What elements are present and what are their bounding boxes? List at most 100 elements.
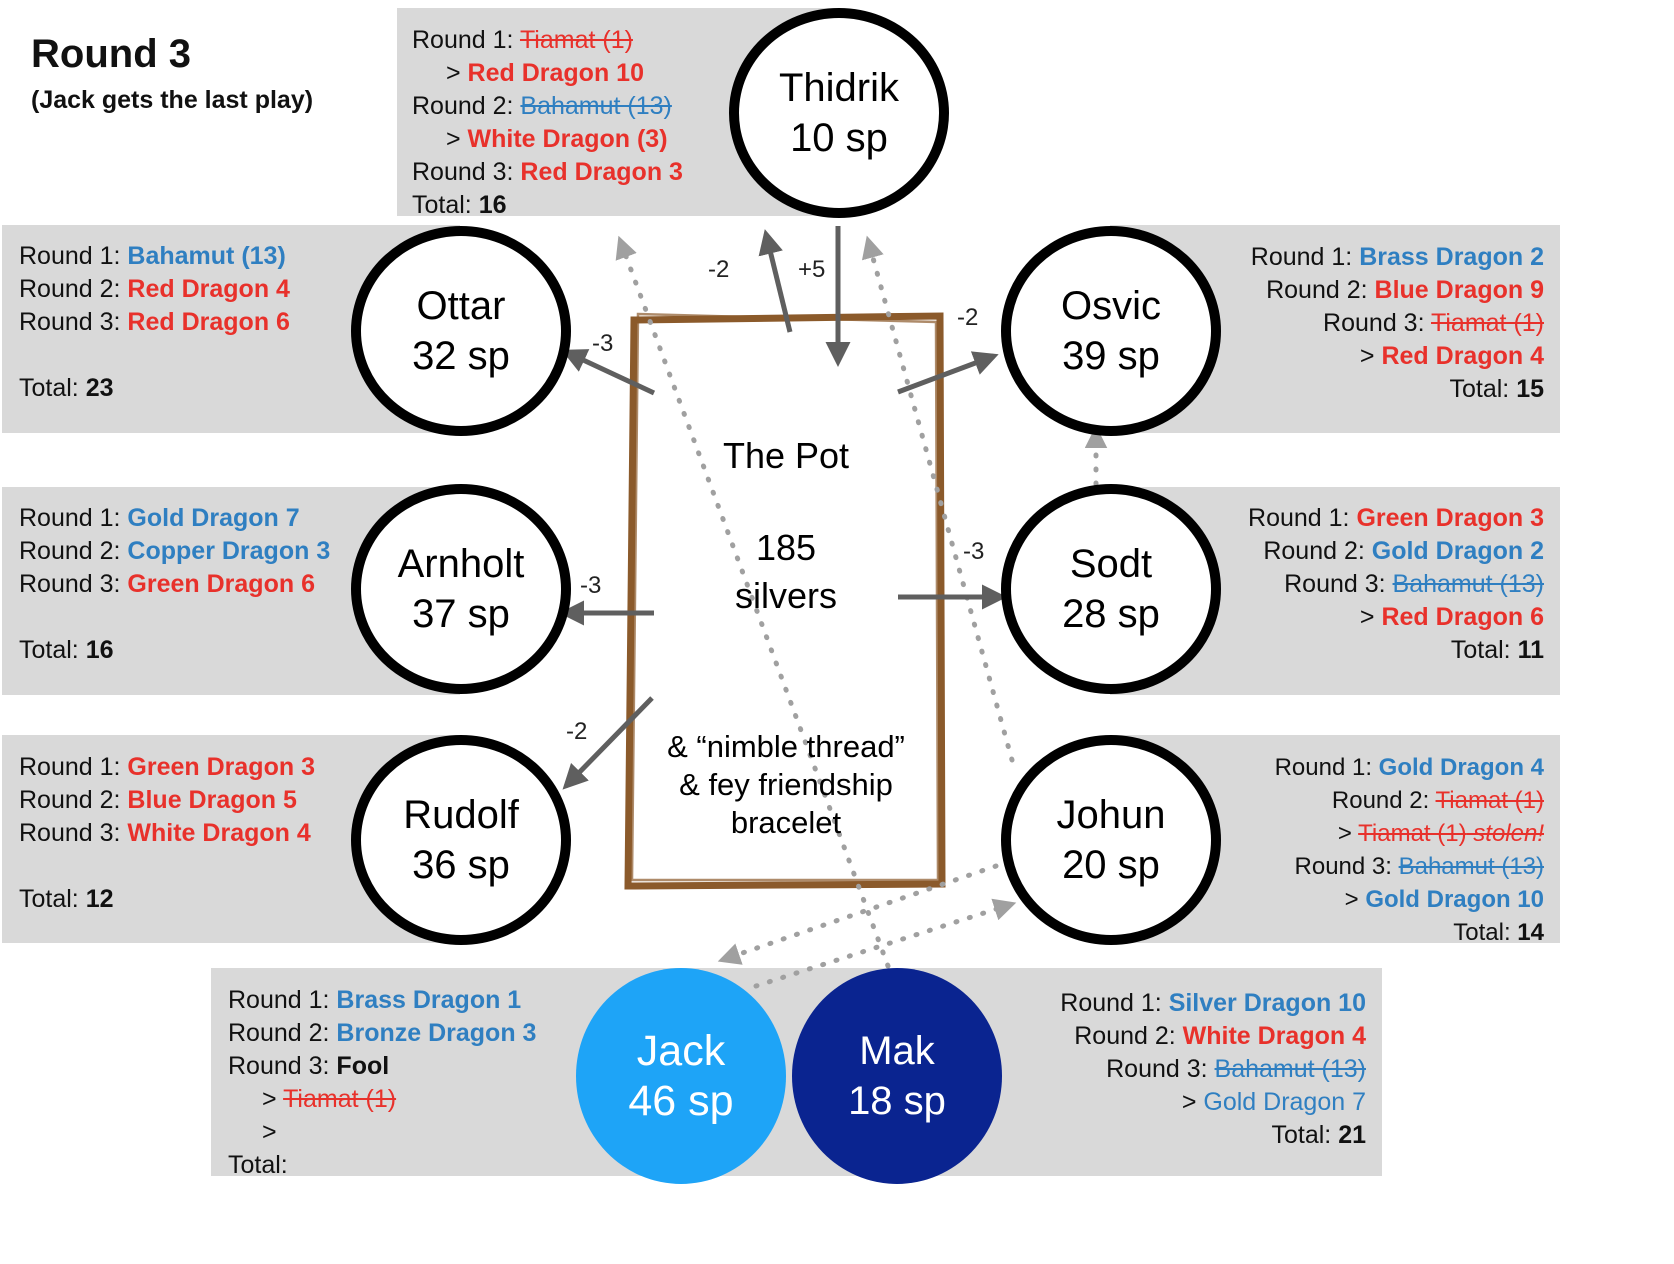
card-name: Bahamut (13) bbox=[1392, 570, 1544, 598]
round-line: > bbox=[228, 1118, 536, 1151]
card-note: stolen! bbox=[1466, 820, 1544, 847]
player-name: Jack bbox=[636, 1027, 726, 1075]
round-line: > Gold Dragon 7 bbox=[1060, 1087, 1366, 1120]
delta-thidrik-out: -2 bbox=[708, 256, 730, 283]
player-ottar: Ottar 32 sp bbox=[351, 226, 571, 436]
card-name: Bahamut (13) bbox=[1398, 853, 1544, 880]
total-line: Total: bbox=[228, 1151, 536, 1184]
round-label: Round 2: bbox=[1266, 276, 1375, 304]
total-label: Total: bbox=[19, 636, 86, 664]
total-value: 15 bbox=[1516, 375, 1544, 403]
dotted-line-jack-johun bbox=[753, 898, 1017, 989]
pot-amount: 185 silvers bbox=[686, 524, 886, 620]
round-line: Round 2: Copper Dragon 3 bbox=[19, 536, 330, 569]
delta-arnholt: -3 bbox=[580, 572, 602, 599]
player-johun: Johun 20 sp bbox=[1001, 735, 1221, 945]
page-subtitle: (Jack gets the last play) bbox=[31, 86, 314, 114]
round-label: Round 3: bbox=[228, 1052, 337, 1080]
round-label: Round 1: bbox=[1248, 504, 1357, 532]
card-name: White Dragon 4 bbox=[127, 819, 311, 847]
card-name: Tiamat (1) bbox=[1431, 309, 1544, 337]
round-line: Round 3: Fool bbox=[228, 1052, 536, 1085]
ottar-card-list: Round 1: Bahamut (13)Round 2: Red Dragon… bbox=[19, 241, 290, 406]
card-name: Tiamat (1) bbox=[519, 26, 633, 54]
round-label: Round 2: bbox=[412, 92, 521, 120]
player-arnholt: Arnholt 37 sp bbox=[351, 484, 571, 694]
round-label: Round 1: bbox=[1060, 989, 1169, 1017]
round-label: Round 1: bbox=[1250, 243, 1360, 271]
player-silver: 10 sp bbox=[790, 116, 888, 160]
player-silver: 18 sp bbox=[848, 1079, 946, 1123]
round-label: Round 3: bbox=[19, 308, 128, 336]
total-value: 16 bbox=[478, 191, 507, 219]
arrow-pot-to-thidrik bbox=[758, 229, 793, 333]
total-value: 14 bbox=[1517, 919, 1544, 946]
delta-ottar: -3 bbox=[592, 330, 614, 357]
round-line: Round 2: Blue Dragon 9 bbox=[1251, 275, 1544, 308]
round-label: > bbox=[262, 1118, 277, 1146]
round-label: Round 3: bbox=[1284, 570, 1393, 598]
card-name: Brass Dragon 1 bbox=[336, 986, 522, 1014]
total-value: 23 bbox=[85, 374, 114, 402]
pot-item-bracelet-2: bracelet bbox=[730, 805, 842, 840]
card-name: Fool bbox=[336, 1052, 390, 1080]
round-line: Round 2: White Dragon 4 bbox=[1060, 1021, 1366, 1054]
player-silver: 32 sp bbox=[412, 334, 510, 378]
round-line: Round 3: Bahamut (13) bbox=[1060, 1054, 1366, 1087]
total-value: 12 bbox=[85, 885, 114, 913]
pot-amount-unit: silvers bbox=[734, 575, 837, 616]
round-line: Round 3: Red Dragon 3 bbox=[412, 156, 683, 189]
player-silver: 28 sp bbox=[1062, 592, 1160, 636]
round-label: > bbox=[1337, 820, 1359, 847]
total-label: Total: bbox=[1450, 636, 1518, 664]
player-name: Thidrik bbox=[778, 66, 900, 110]
round-label: Round 1: bbox=[19, 753, 128, 781]
card-name: Green Dragon 3 bbox=[127, 753, 315, 781]
card-name: Tiamat (1) bbox=[1435, 787, 1544, 814]
round-line: Round 3: Tiamat (1) bbox=[1251, 308, 1544, 341]
player-name: Arnholt bbox=[397, 542, 525, 586]
pot-items: & “nimble thread” & fey friendship brace… bbox=[636, 728, 936, 842]
dotted-line-johun-thidrik bbox=[861, 235, 1015, 763]
round-label: Round 1: bbox=[19, 504, 128, 532]
round-label: > bbox=[1181, 1088, 1204, 1116]
round-label: Round 3: bbox=[1294, 853, 1399, 880]
total-label: Total: bbox=[1271, 1121, 1339, 1149]
pot-amount-number: 185 bbox=[755, 527, 817, 568]
delta-thidrik-in: +5 bbox=[798, 256, 826, 283]
total-label: Total: bbox=[412, 191, 479, 219]
card-name: Tiamat (1) bbox=[1358, 820, 1467, 847]
dotted-line-johun-jack bbox=[717, 863, 999, 965]
card-name: Gold Dragon 7 bbox=[1203, 1088, 1366, 1116]
pot-label: The Pot bbox=[722, 435, 850, 476]
round-label: > bbox=[262, 1085, 284, 1113]
player-silver: 37 sp bbox=[412, 592, 510, 636]
round-line: Round 1: Silver Dragon 10 bbox=[1060, 988, 1366, 1021]
round-line: > White Dragon (3) bbox=[412, 123, 683, 156]
round-line: > Tiamat (1) bbox=[228, 1085, 536, 1118]
round-label: > bbox=[1344, 886, 1366, 913]
round-line: Round 1: Gold Dragon 4 bbox=[1275, 754, 1544, 787]
round-line: Round 3: Red Dragon 6 bbox=[19, 307, 290, 340]
player-jack: Jack 46 sp bbox=[576, 968, 786, 1184]
card-name: Bronze Dragon 3 bbox=[336, 1019, 537, 1047]
round-label: Round 3: bbox=[1323, 309, 1432, 337]
total-line: Total: 16 bbox=[412, 189, 683, 222]
round-label: Round 1: bbox=[19, 242, 128, 270]
round-label: Round 3: bbox=[412, 158, 521, 186]
card-name: Red Dragon 4 bbox=[1381, 342, 1544, 370]
card-name: Silver Dragon 10 bbox=[1168, 989, 1366, 1017]
round-label: Round 1: bbox=[1274, 754, 1379, 781]
player-mak: Mak 18 sp bbox=[792, 968, 1002, 1184]
round-line: Round 1: Green Dragon 3 bbox=[1248, 503, 1544, 536]
round-line: > Red Dragon 4 bbox=[1251, 341, 1544, 374]
card-name: Tiamat (1) bbox=[283, 1085, 397, 1113]
card-name: Red Dragon 10 bbox=[467, 59, 644, 87]
total-value: 21 bbox=[1338, 1121, 1366, 1149]
